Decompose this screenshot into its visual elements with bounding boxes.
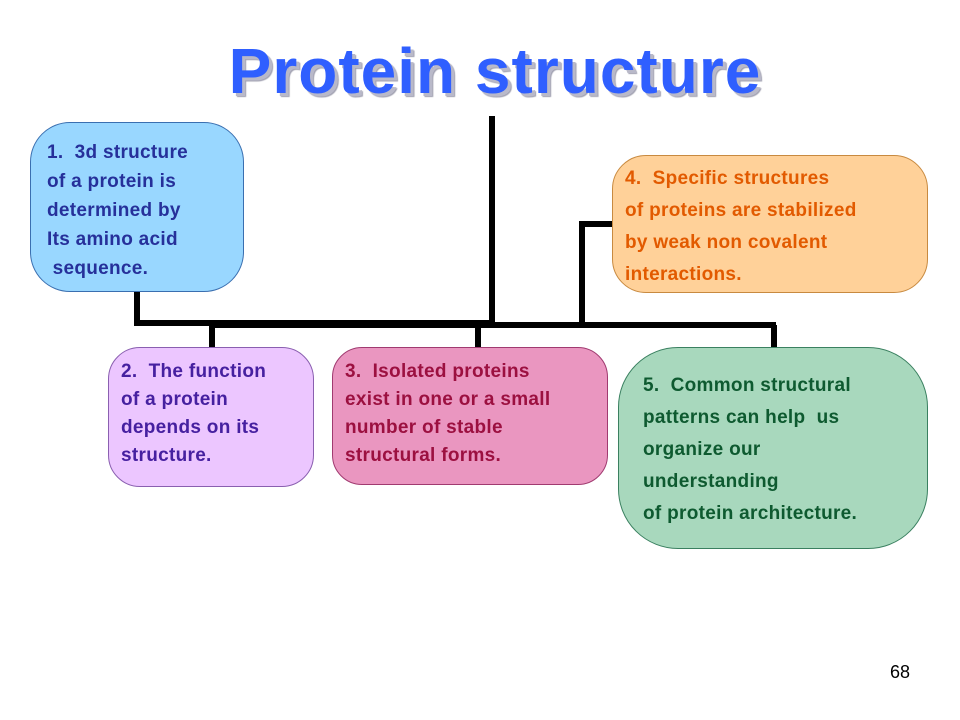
box5-line: 5. Common structural (643, 375, 851, 396)
box5-line: patterns can help us (643, 407, 840, 428)
box1-line: 1. 3d structure (47, 142, 189, 163)
box2-line: of a protein (121, 389, 229, 410)
box-function-depends-on-structure: 2. The function of a protein depends on … (108, 347, 314, 487)
box1-line: sequence. (47, 258, 149, 279)
slide-title: Protein structure (228, 35, 762, 107)
box4-line: by weak non covalent (625, 232, 828, 253)
box3-line: structural forms. (345, 445, 502, 466)
box4-line: of proteins are stabilized (625, 200, 857, 221)
box4-line: interactions. (625, 264, 742, 285)
box4-line: 4. Specific structures (625, 168, 830, 189)
box1-line: Its amino acid (47, 229, 178, 250)
branch-box4 (579, 221, 614, 325)
box-stable-structural-forms: 3. Isolated proteins exist in one or a s… (332, 347, 608, 485)
box5-line: understanding (643, 471, 779, 492)
box2-line: 2. The function (121, 361, 267, 382)
branch-box1 (134, 290, 492, 326)
box-sequence-determines-structure: 1. 3d structure of a protein is determin… (30, 122, 244, 292)
box3-line: exist in one or a small (345, 389, 551, 410)
box5-line: of protein architecture. (643, 503, 858, 524)
box2-line: structure. (121, 445, 212, 466)
box-weak-noncovalent-interactions: 4. Specific structures of proteins are s… (612, 155, 928, 293)
box2-line: depends on its (121, 417, 260, 438)
box3-line: 3. Isolated proteins (345, 361, 530, 382)
page-number: 68 (889, 662, 910, 682)
box1-line: of a protein is (47, 171, 177, 192)
box5-line: organize our (643, 439, 761, 460)
box3-line: number of stable (345, 417, 503, 438)
box-common-structural-patterns: 5. Common structural patterns can help u… (618, 347, 928, 549)
box1-line: determined by (47, 200, 181, 221)
